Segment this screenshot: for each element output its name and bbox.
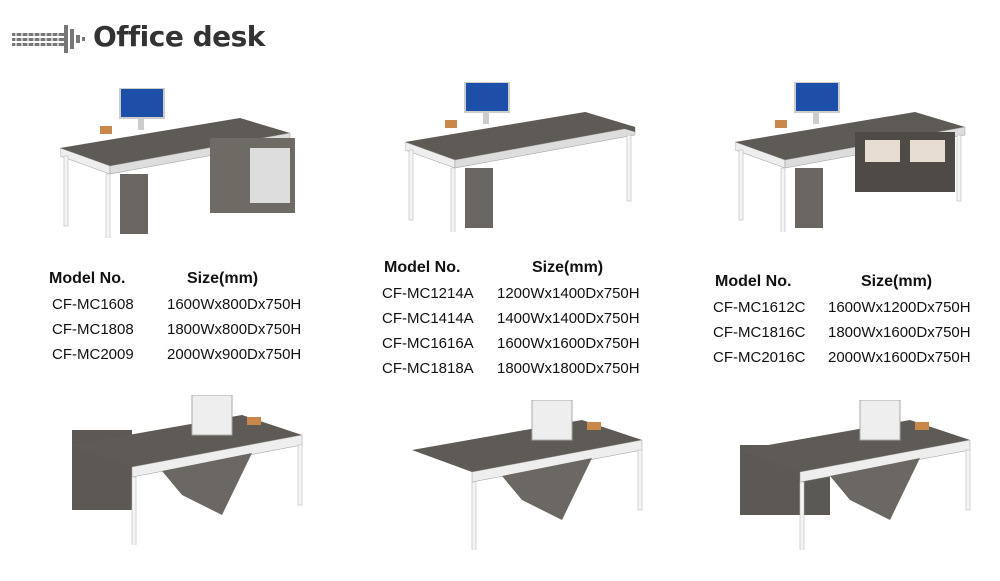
col-model: Model No.: [715, 273, 792, 290]
model: CF-MC2009: [52, 346, 134, 363]
model: CF-MC2016C: [713, 349, 806, 366]
col-size: Size(mm): [187, 270, 259, 287]
product-image-l-desk-shelf: [735, 82, 966, 232]
product-image-l-desk-cabinet: [60, 88, 295, 238]
col-model: Model No.: [49, 270, 126, 287]
product-image-back-cabinet: [72, 395, 303, 545]
product-image-back-l-desk: [412, 400, 643, 550]
model: CF-MC1616A: [382, 335, 474, 352]
col-model: Model No.: [384, 259, 461, 276]
model: CF-MC1214A: [382, 285, 474, 302]
size: 1800Wx1600Dx750H: [828, 324, 971, 341]
page-title: Office desk: [93, 20, 265, 53]
model: CF-MC1414A: [382, 310, 474, 327]
size: 1600Wx1200Dx750H: [828, 299, 971, 316]
size: 1600Wx1600Dx750H: [497, 335, 640, 352]
size: 1600Wx800Dx750H: [167, 296, 302, 313]
size: 2000Wx1600Dx750H: [828, 349, 971, 366]
size: 2000Wx900Dx750H: [167, 346, 302, 363]
size: 1200Wx1400Dx750H: [497, 285, 640, 302]
model: CF-MC1808: [52, 321, 134, 338]
product-image-l-desk: [405, 82, 636, 232]
model: CF-MC1608: [52, 296, 134, 313]
col-size: Size(mm): [861, 273, 933, 290]
dotted-arrow-icon: [12, 22, 85, 56]
size: 1800Wx1800Dx750H: [497, 360, 640, 377]
model: CF-MC1818A: [382, 360, 474, 377]
col-size: Size(mm): [532, 259, 604, 276]
size: 1800Wx800Dx750H: [167, 321, 302, 338]
product-image-back-shelf: [740, 400, 971, 550]
size: 1400Wx1400Dx750H: [497, 310, 640, 327]
model: CF-MC1816C: [713, 324, 806, 341]
model: CF-MC1612C: [713, 299, 806, 316]
